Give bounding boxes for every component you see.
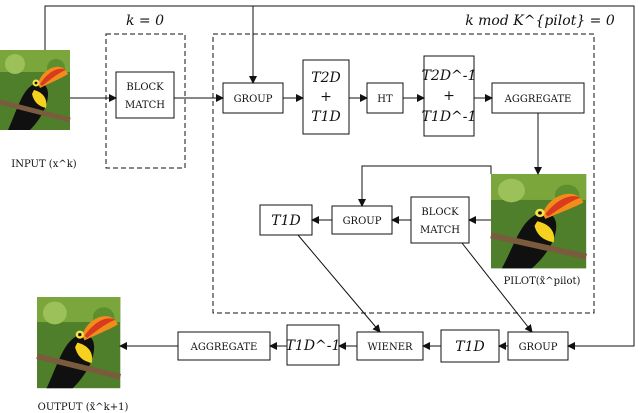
- pilot-caption: PILOT(x̃^pilot): [504, 276, 581, 287]
- wiener-box: [356, 331, 424, 361]
- transform-inverse-top: T2D^-1: [422, 68, 477, 84]
- group-top-label: GROUP: [234, 94, 273, 105]
- group-mid-label: GROUP: [343, 216, 382, 227]
- arrow-pilot-to-group-mid: [358, 165, 492, 207]
- group-bottom-box: [507, 331, 569, 361]
- ht-label: HT: [377, 94, 393, 105]
- block-match-top-box: [115, 71, 175, 119]
- transform-inverse-box: [423, 55, 475, 137]
- block-match-top-line1: BLOCK: [126, 82, 164, 93]
- transform-inverse-bottom: T1D^-1: [422, 109, 477, 125]
- pilot-refinement-label: k mod K^{pilot} = 0: [465, 13, 615, 29]
- t1d-bottom-label: T1D: [455, 339, 484, 355]
- output-caption: OUTPUT (x̃^k+1): [38, 402, 129, 413]
- transform-forward-top: T2D: [311, 70, 340, 86]
- transform-forward-box: [302, 59, 350, 135]
- aggregate-top-label: AGGREGATE: [504, 94, 572, 105]
- aggregate-bottom-box: [177, 331, 271, 361]
- block-match-mid-box: [410, 196, 470, 244]
- t1d-mid-label: T1D: [271, 213, 300, 229]
- pilot-refinement-region: [212, 33, 595, 314]
- transform-forward-plus: +: [320, 89, 332, 105]
- block-match-mid-line2: MATCH: [420, 225, 460, 236]
- arrow-input-to-final-group: [44, 5, 635, 350]
- group-bottom-label: GROUP: [519, 342, 558, 353]
- block-match-top-line2: MATCH: [125, 100, 165, 111]
- transform-forward-bottom: T1D: [311, 109, 340, 125]
- aggregate-top-box: [491, 82, 585, 114]
- wiener-label: WIENER: [367, 342, 413, 353]
- inverse-t1d-bottom-label: T1D^-1: [286, 338, 341, 354]
- block-match-mid-line1: BLOCK: [421, 207, 459, 218]
- input-caption: INPUT (x^k): [11, 159, 77, 170]
- arrow-t1d-to-wiener: [297, 234, 381, 333]
- transform-inverse-plus: +: [443, 88, 455, 104]
- input-image: toucan-image: [0, 0, 70, 130]
- initial-stage-label: k = 0: [126, 13, 164, 29]
- initial-stage-region: [105, 33, 186, 169]
- arrow-block-match-to-bottom-group: [461, 242, 533, 333]
- aggregate-bottom-label: AGGREGATE: [190, 342, 258, 353]
